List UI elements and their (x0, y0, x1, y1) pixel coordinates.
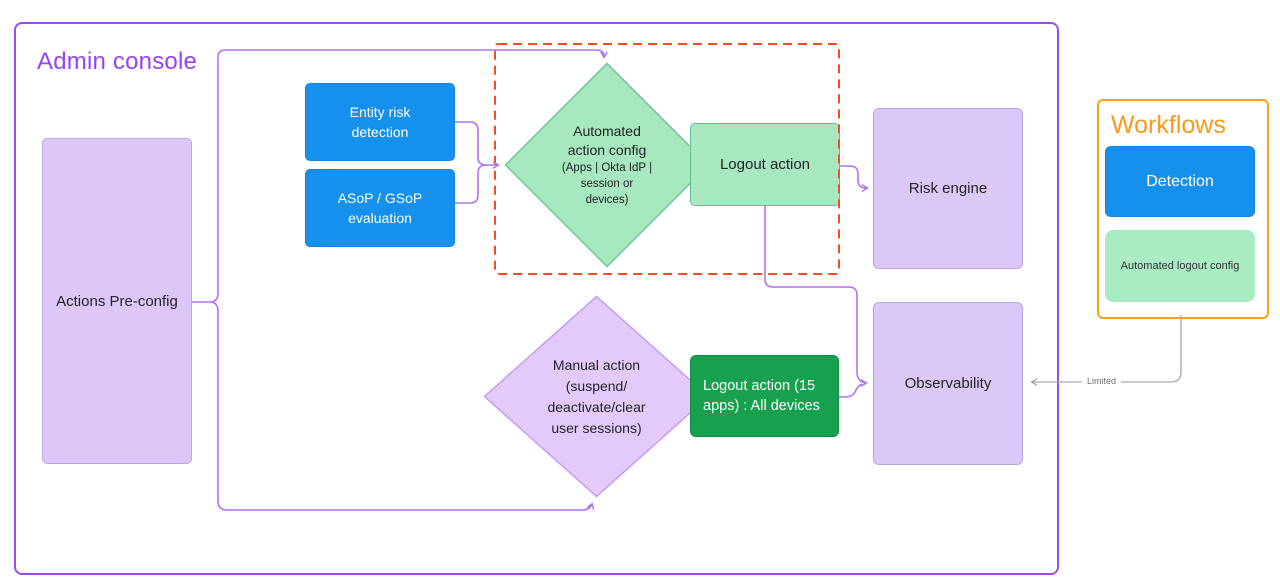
manual-diamond-line: Manual action (552, 356, 641, 373)
manual-action-diamond: Manual action (suspend/ deactivate/clear… (483, 295, 710, 498)
workflows-title: Workflows (1111, 111, 1226, 139)
actions-preconfig-box: Actions Pre-config (42, 138, 192, 464)
asop-gsop-evaluation-label: ASoP / GSoP evaluation (337, 190, 423, 226)
manual-diamond-line: (suspend/ (565, 377, 628, 394)
workflows-auto-logout-label: Automated logout config (1120, 260, 1240, 272)
manual-diamond-line: deactivate/clear (547, 398, 646, 415)
automated-action-config-diamond: Automated action config (Apps | Okta IdP… (504, 62, 710, 268)
logout-all-devices-box: Logout action (15 apps) : All devices (690, 355, 839, 437)
logout-action-label: Logout action (719, 156, 811, 173)
automated-diamond-subline: session or (580, 178, 634, 190)
logout-action-box: Logout action (690, 123, 840, 206)
limited-edge-label: Limited (1082, 376, 1122, 386)
automated-diamond-label: Automated action config (Apps | Okta IdP… (504, 62, 710, 268)
actions-preconfig-label: Actions Pre-config (56, 292, 178, 310)
observability-label: Observability (904, 375, 992, 392)
asop-gsop-evaluation-box: ASoP / GSoP evaluation (305, 169, 455, 247)
entity-risk-detection-box: Entity risk detection (305, 83, 455, 161)
workflows-frame (1097, 99, 1269, 319)
entity-risk-detection-label: Entity risk detection (349, 104, 411, 140)
observability-box: Observability (873, 302, 1023, 465)
admin-console-frame (14, 22, 1059, 575)
workflows-detection-label: Detection (1146, 172, 1214, 190)
admin-console-title: Admin console (37, 48, 198, 75)
workflows-auto-logout-box: Automated logout config (1105, 230, 1255, 302)
logout-all-devices-label: Logout action (15 apps) : All devices (703, 378, 820, 414)
manual-diamond-line: user sessions) (551, 419, 642, 436)
automated-diamond-subline: devices) (585, 194, 629, 206)
automated-diamond-line: action config (567, 142, 647, 158)
manual-diamond-label: Manual action (suspend/ deactivate/clear… (483, 295, 710, 498)
risk-engine-box: Risk engine (873, 108, 1023, 269)
workflows-detection-box: Detection (1105, 146, 1255, 217)
automated-diamond-subline: (Apps | Okta IdP | (561, 162, 653, 174)
risk-engine-label: Risk engine (908, 180, 988, 197)
automated-diamond-line: Automated (573, 123, 641, 139)
